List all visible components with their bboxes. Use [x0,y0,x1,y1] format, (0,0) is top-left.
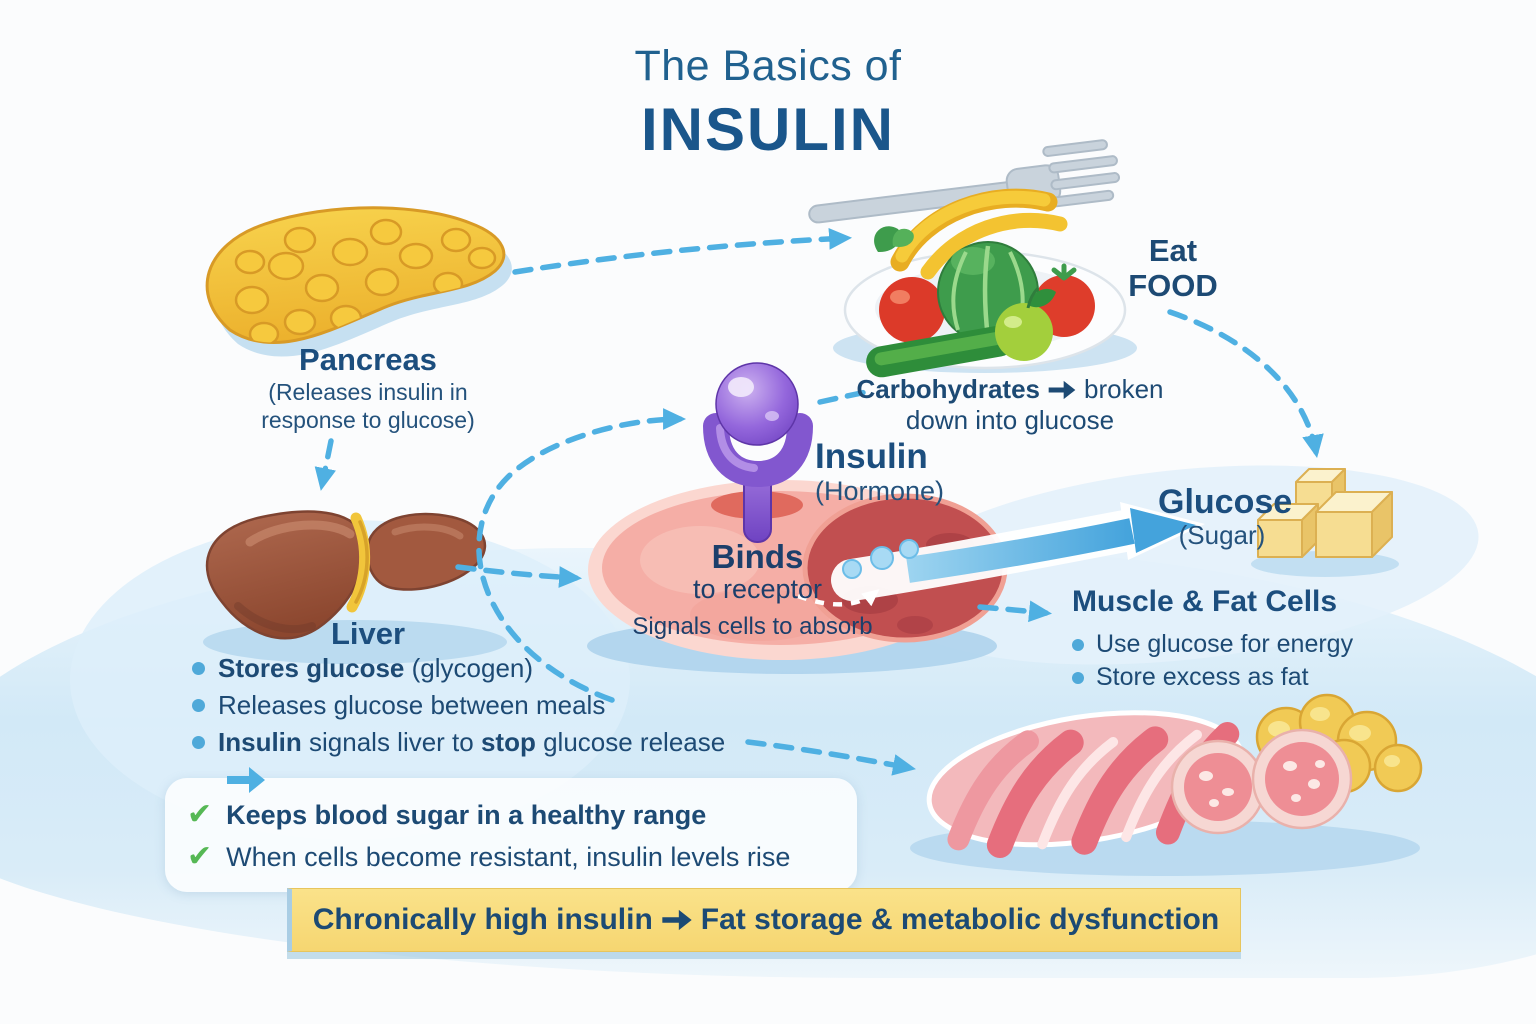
sugar-cubes-illustration [1251,468,1399,577]
binds-to-nucleus-arrow [797,589,880,607]
arrow-right-icon [1048,380,1076,400]
benefit-line-1: ✔ Keeps blood sugar in a healthy range [187,794,835,836]
benefits-box: ✔ Keeps blood sugar in a healthy range ✔… [165,778,857,892]
dash-connector-insulin-carbs [817,389,869,405]
bullet-dot [192,662,205,675]
banner-pre: Chronically high insulin [312,903,653,936]
benefit-1-text: Keeps blood sugar in a healthy range [226,800,707,830]
arrow-pancreas-to-liver [314,438,337,491]
page-title: The Basics of INSULIN [0,42,1536,164]
pancreas-subline2: response to glucose) [261,407,475,433]
glucose-sub: (Sugar) [1178,520,1266,550]
bullet-dot [1072,639,1084,651]
food-plate-illustration [833,188,1137,378]
title-line1: The Basics of [634,42,902,90]
benefit-line-2: ✔ When cells become resistant, insulin l… [187,836,835,878]
bullet-dot [192,736,205,749]
signals-label: Signals cells to absorb [632,613,873,640]
banner-post: Fat storage & metabolic dysfunction [700,903,1220,936]
title-line2: INSULIN [641,96,895,163]
insulin-heading: Insulin [815,437,928,476]
muscle-fat-heading: Muscle & Fat Cells [1072,585,1338,618]
arrow-food-to-glucose [1167,309,1324,458]
carbohydrates-bold: Carbohydrates [856,374,1041,404]
glucose-dots [842,539,919,579]
insulin-label: Insulin (Hormone) [815,438,944,507]
glucose-heading: Glucose [1158,483,1293,521]
to-receptor-text: to receptor [692,574,823,604]
pancreas-label: Pancreas (Releases insulin in response t… [218,342,518,434]
bullet-dot [192,699,205,712]
glucose-flow-arrow [831,502,1205,601]
insulin-receptor-illustration [703,362,813,543]
liver-heading: Liver [330,616,406,651]
liver-bullet-3: Insulin signals liver to stop glucose re… [192,724,772,798]
liver-bullet-2: Releases glucose between meals [192,687,772,724]
liver-illustration [203,510,507,664]
liver-bullet-3-rest2: glucose release [535,727,726,757]
bullet-dot [1072,672,1084,684]
liver-section: Stores glucose (glycogen) Releases gluco… [192,650,772,798]
arrow-right-icon [662,909,692,931]
binds-label: Binds to receptor [650,540,865,605]
liver-bullet-1-bold: Stores glucose [218,653,405,683]
liver-bullet-1: Stores glucose (glycogen) [192,650,772,687]
glucose-label: Glucose (Sugar) [1158,483,1293,551]
eat-food-label: Eat FOOD [1100,233,1246,303]
arrow-pancreas-to-food [512,227,853,275]
arrow-bullets-to-muscle [745,739,916,776]
liver-bullet-3-bold2: stop [480,727,536,757]
binds-heading: Binds [711,538,804,575]
arrow-loop-to-insulin [476,408,687,703]
pancreas-subline1: (Releases insulin in [268,379,468,405]
muscle-fat-bullet-2-text: Store excess as fat [1096,663,1309,691]
eat-label: Eat [1148,233,1198,268]
liver-bullet-2-text: Releases glucose between meals [218,690,606,720]
muscle-fat-section: Muscle & Fat Cells Use glucose for energ… [1072,585,1412,694]
muscle-fat-bullet-1-text: Use glucose for energy [1096,630,1354,658]
check-icon: ✔ [187,840,213,873]
benefit-2-text: When cells become resistant, insulin lev… [226,842,791,872]
liver-bullet-3-bold1: Insulin [218,727,302,757]
carbohydrates-rest: broken [1084,374,1164,404]
insulin-sub: (Hormone) [815,476,945,506]
arrow-cell-to-musclefat [977,600,1053,623]
blue-arrow-right-icon [227,767,265,793]
liver-bullet-1-rest: (glycogen) [404,653,534,683]
muscle-fat-bullet-1: Use glucose for energy [1072,628,1412,661]
carbohydrates-line2: down into glucose [905,405,1115,435]
arrow-liver-to-cell [455,564,583,588]
pancreas-illustration [205,206,512,357]
muscle-fat-bullet-2: Store excess as fat [1072,661,1412,694]
carbohydrates-note: Carbohydrates broken down into glucose [840,374,1180,436]
warning-banner: Chronically high insulin Fat storage & me… [287,888,1241,952]
pancreas-heading: Pancreas [299,342,437,377]
check-icon: ✔ [187,798,213,831]
liver-bullet-3-rest1: signals liver to [301,727,481,757]
muscle-fat-illustration [910,693,1423,876]
food-label: FOOD [1128,268,1218,303]
